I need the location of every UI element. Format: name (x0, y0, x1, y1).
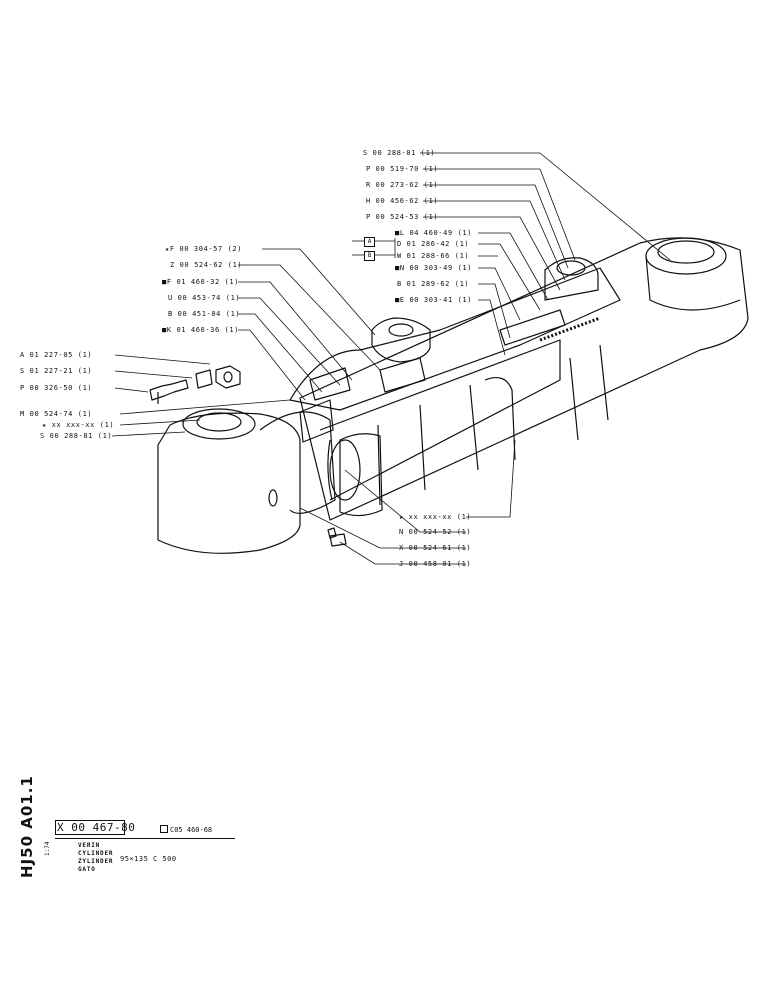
label-l04-460-49: ■L 04 460-49 (1) (395, 229, 473, 237)
label-n00-524-52: N 00 524-52 (1) (399, 528, 472, 536)
label-xx-mid: ★ xx xxx-xx (1) (399, 513, 472, 521)
label-j00-458-01: J 00 458-01 (1) (399, 560, 472, 568)
label-w01-288-66: W 01 288-66 (1) (397, 252, 470, 260)
label-h00-456-62: H 00 456-62 (1) (366, 197, 439, 205)
cylinder-barrel (299, 237, 749, 521)
arrow-box-b: B (364, 251, 375, 261)
scale: 1:74 (44, 841, 51, 856)
arrow-box-a: A (364, 237, 375, 247)
part-number-box (55, 820, 125, 835)
label-d01-286-42: D 01 286-42 (1) (397, 240, 470, 248)
label-b00-451-04: B 00 451-04 (1) (168, 310, 241, 318)
label-n00-303-49: ■N 00 303-49 (1) (395, 264, 473, 272)
label-xx-left: ★ xx xxx-xx (1) (42, 421, 115, 429)
desc-line-3: ZYLINDER (78, 858, 114, 865)
label-m00-524-74: M 00 524-74 (1) (20, 410, 93, 418)
label-p00-524-53: P 00 524-53 (1) (366, 213, 439, 221)
label-b01-289-62: B 01 289-62 (1) (397, 280, 470, 288)
desc-line-2: CYLINDER (78, 850, 114, 857)
head-port (182, 408, 256, 440)
rear-port-boss (645, 237, 727, 275)
label-e00-303-41: ■E 00 303-41 (1) (395, 296, 473, 304)
label-f01-460-32: ■F 01 460-32 (1) (162, 278, 240, 286)
desc-line-4: GATO (78, 866, 96, 873)
label-s00-288-81-top: S 00 288-81 (1) (363, 149, 436, 157)
label-p00-519-70: P 00 519-70 (1) (366, 165, 439, 173)
lock-plate (215, 365, 241, 389)
gland-port-block (371, 317, 431, 363)
cylinder-head (157, 412, 301, 554)
label-a01-227-05: A 01 227-05 (1) (20, 351, 93, 359)
label-r00-273-62: R 00 273-62 (1) (366, 181, 439, 189)
dimensions: 95×135 C 500 (120, 855, 177, 863)
bolt (149, 379, 189, 401)
label-f00-304-57: ★F 00 304-57 (2) (165, 245, 243, 253)
sheet-code: HJ50 A01.1 (18, 775, 36, 878)
label-u00-453-74: U 00 453-74 (1) (168, 294, 241, 302)
label-s01-227-21: S 01 227-21 (1) (20, 367, 93, 375)
reference-code-text: C05 460-68 (170, 826, 213, 834)
spring-coil (539, 316, 601, 342)
grease-nipple (329, 533, 347, 547)
reference-code: C05 460-68 (160, 825, 212, 834)
clip (195, 369, 213, 389)
title-divider (55, 838, 235, 839)
label-z00-524-62: Z 00 524-62 (1) (170, 261, 243, 269)
part-number: X 00 467-80 (57, 821, 136, 834)
piston-rod (319, 339, 561, 501)
label-s00-288-81-left: S 00 288-81 (1) (40, 432, 113, 440)
label-x00-524-61: X 00 524-61 (1) (399, 544, 472, 552)
label-k01-460-36: ■K 01 460-36 (1) (162, 326, 240, 334)
checkbox-icon (160, 825, 168, 833)
label-p00-326-50: P 00 326-50 (1) (20, 384, 93, 392)
desc-line-1: VERIN (78, 842, 101, 849)
